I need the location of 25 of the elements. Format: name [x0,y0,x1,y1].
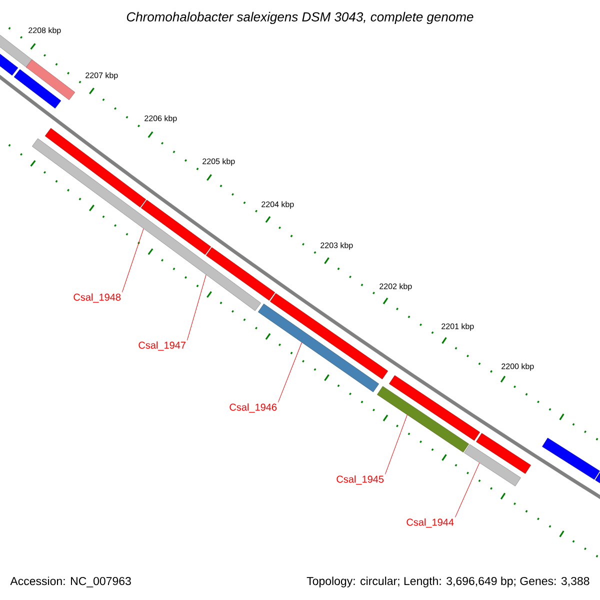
scale-label: 2207 kbp [86,72,118,80]
scale-label: 2208 kbp [28,27,61,35]
scale-label: 2200 kbp [502,363,534,371]
scale-label: 2201 kbp [442,323,474,331]
title: Chromohalobacter salexigens DSM 3043, complete genome [126,12,474,24]
gene-bar [464,444,521,486]
scale-label: 2206 kbp [144,115,177,123]
gene-label: Csal_1944 [406,518,454,528]
gene-label: Csal_1946 [230,403,277,413]
gene-bar [258,304,380,392]
footer-text: Topology: circular; Length: 3,696,649 bp; Genes: 3,388 [306,576,590,588]
gene-bar [32,138,262,311]
scale-label: 2203 kbp [320,242,353,250]
leader-line [122,228,144,292]
gene-label: Csal_1948 [74,293,121,303]
leader-line [278,342,302,402]
leader-line [186,274,206,340]
gene-label: Csal_1947 [138,341,186,351]
scale-label: 2202 kbp [380,283,412,291]
gene-label: Csal_1945 [336,475,384,485]
leader-line [384,414,408,474]
gene-bar [377,386,469,452]
leader-line [454,462,480,518]
footer-text: Accession: NC_007963 [10,576,131,588]
scale-label: 2205 kbp [202,158,235,166]
